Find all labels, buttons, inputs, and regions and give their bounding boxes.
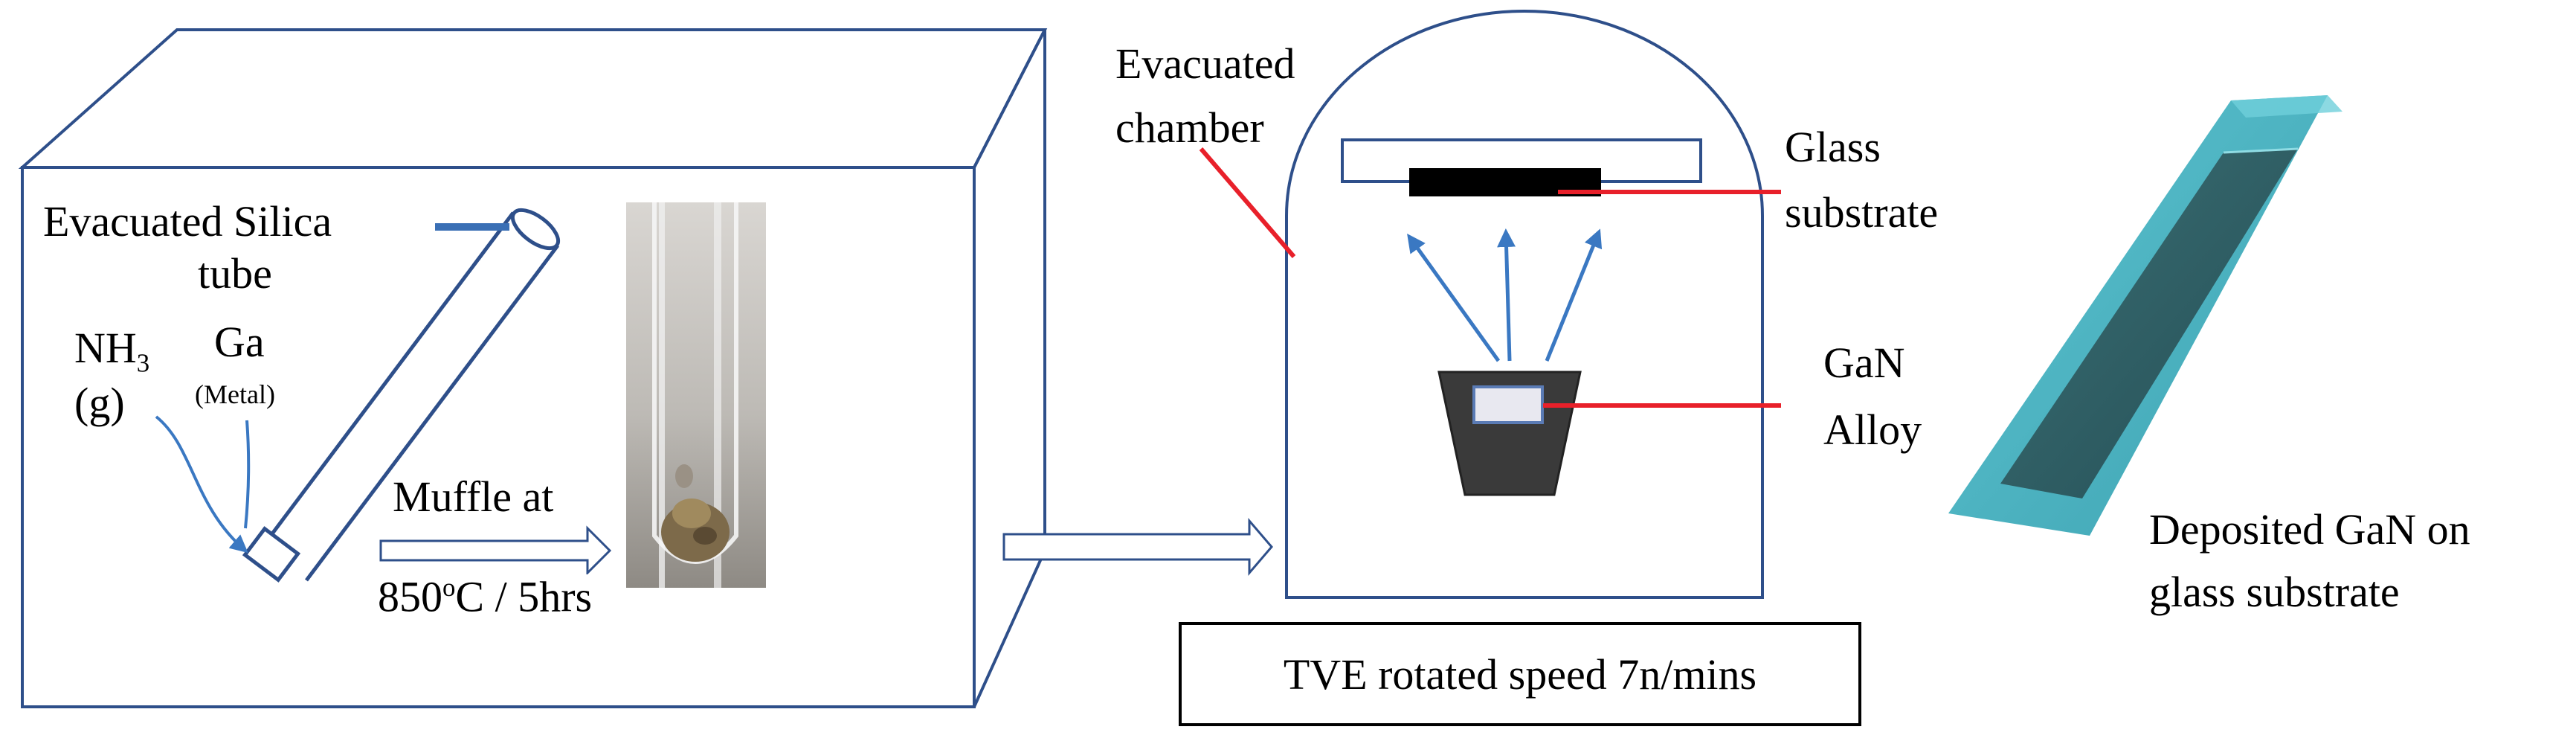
nh3-label: NH3 <box>74 324 150 378</box>
deposited-label-line2: glass substrate <box>2149 568 2400 616</box>
deposited-label-line1: Deposited GaN on <box>2149 505 2470 554</box>
muffle-label: Muffle at <box>393 472 554 521</box>
ga-arrow <box>244 420 251 529</box>
evacuated-chamber-bell <box>1285 10 1764 599</box>
chamber-label-line2: chamber <box>1115 103 1264 152</box>
ga-label: Ga <box>214 318 265 366</box>
ga-metal-plug <box>242 526 301 583</box>
muffle-arrow <box>379 525 612 576</box>
tube-photo <box>626 202 766 588</box>
red-pointers <box>1199 147 1781 408</box>
silica-tube <box>242 208 561 583</box>
nh3-arrow <box>155 415 248 554</box>
tve-caption-box: TVE rotated speed 7n/mins <box>1179 622 1861 726</box>
gan-alloy-pellet <box>1472 385 1544 424</box>
ga-metal-label: (Metal) <box>195 379 275 409</box>
nh3-formula: NH <box>74 324 137 372</box>
deposited-glass-slide <box>1948 95 2342 536</box>
silica-tube-label-line2: tube <box>198 249 272 298</box>
glass-substrate-label-line2: substrate <box>1785 188 1939 237</box>
evaporation-arrows <box>1407 228 1603 362</box>
temperature-degree: o <box>442 573 456 602</box>
temperature-value: 850 <box>378 572 442 621</box>
gan-alloy-label-line2: Alloy <box>1823 405 1922 454</box>
gan-alloy-label-line1: GaN <box>1823 339 1905 387</box>
silica-tube-label-line1: Evacuated Silica <box>43 197 332 246</box>
process-flow-arrow <box>1002 517 1273 577</box>
glass-substrate-label-line1: Glass <box>1785 123 1881 171</box>
temperature-label: 850oC / 5hrs <box>372 572 599 621</box>
nh3-subscript: 3 <box>136 348 150 378</box>
chamber-label-line1: Evacuated <box>1115 39 1295 88</box>
temperature-rest: C / 5hrs <box>455 572 593 621</box>
nh3-state-label: (g) <box>74 379 125 427</box>
